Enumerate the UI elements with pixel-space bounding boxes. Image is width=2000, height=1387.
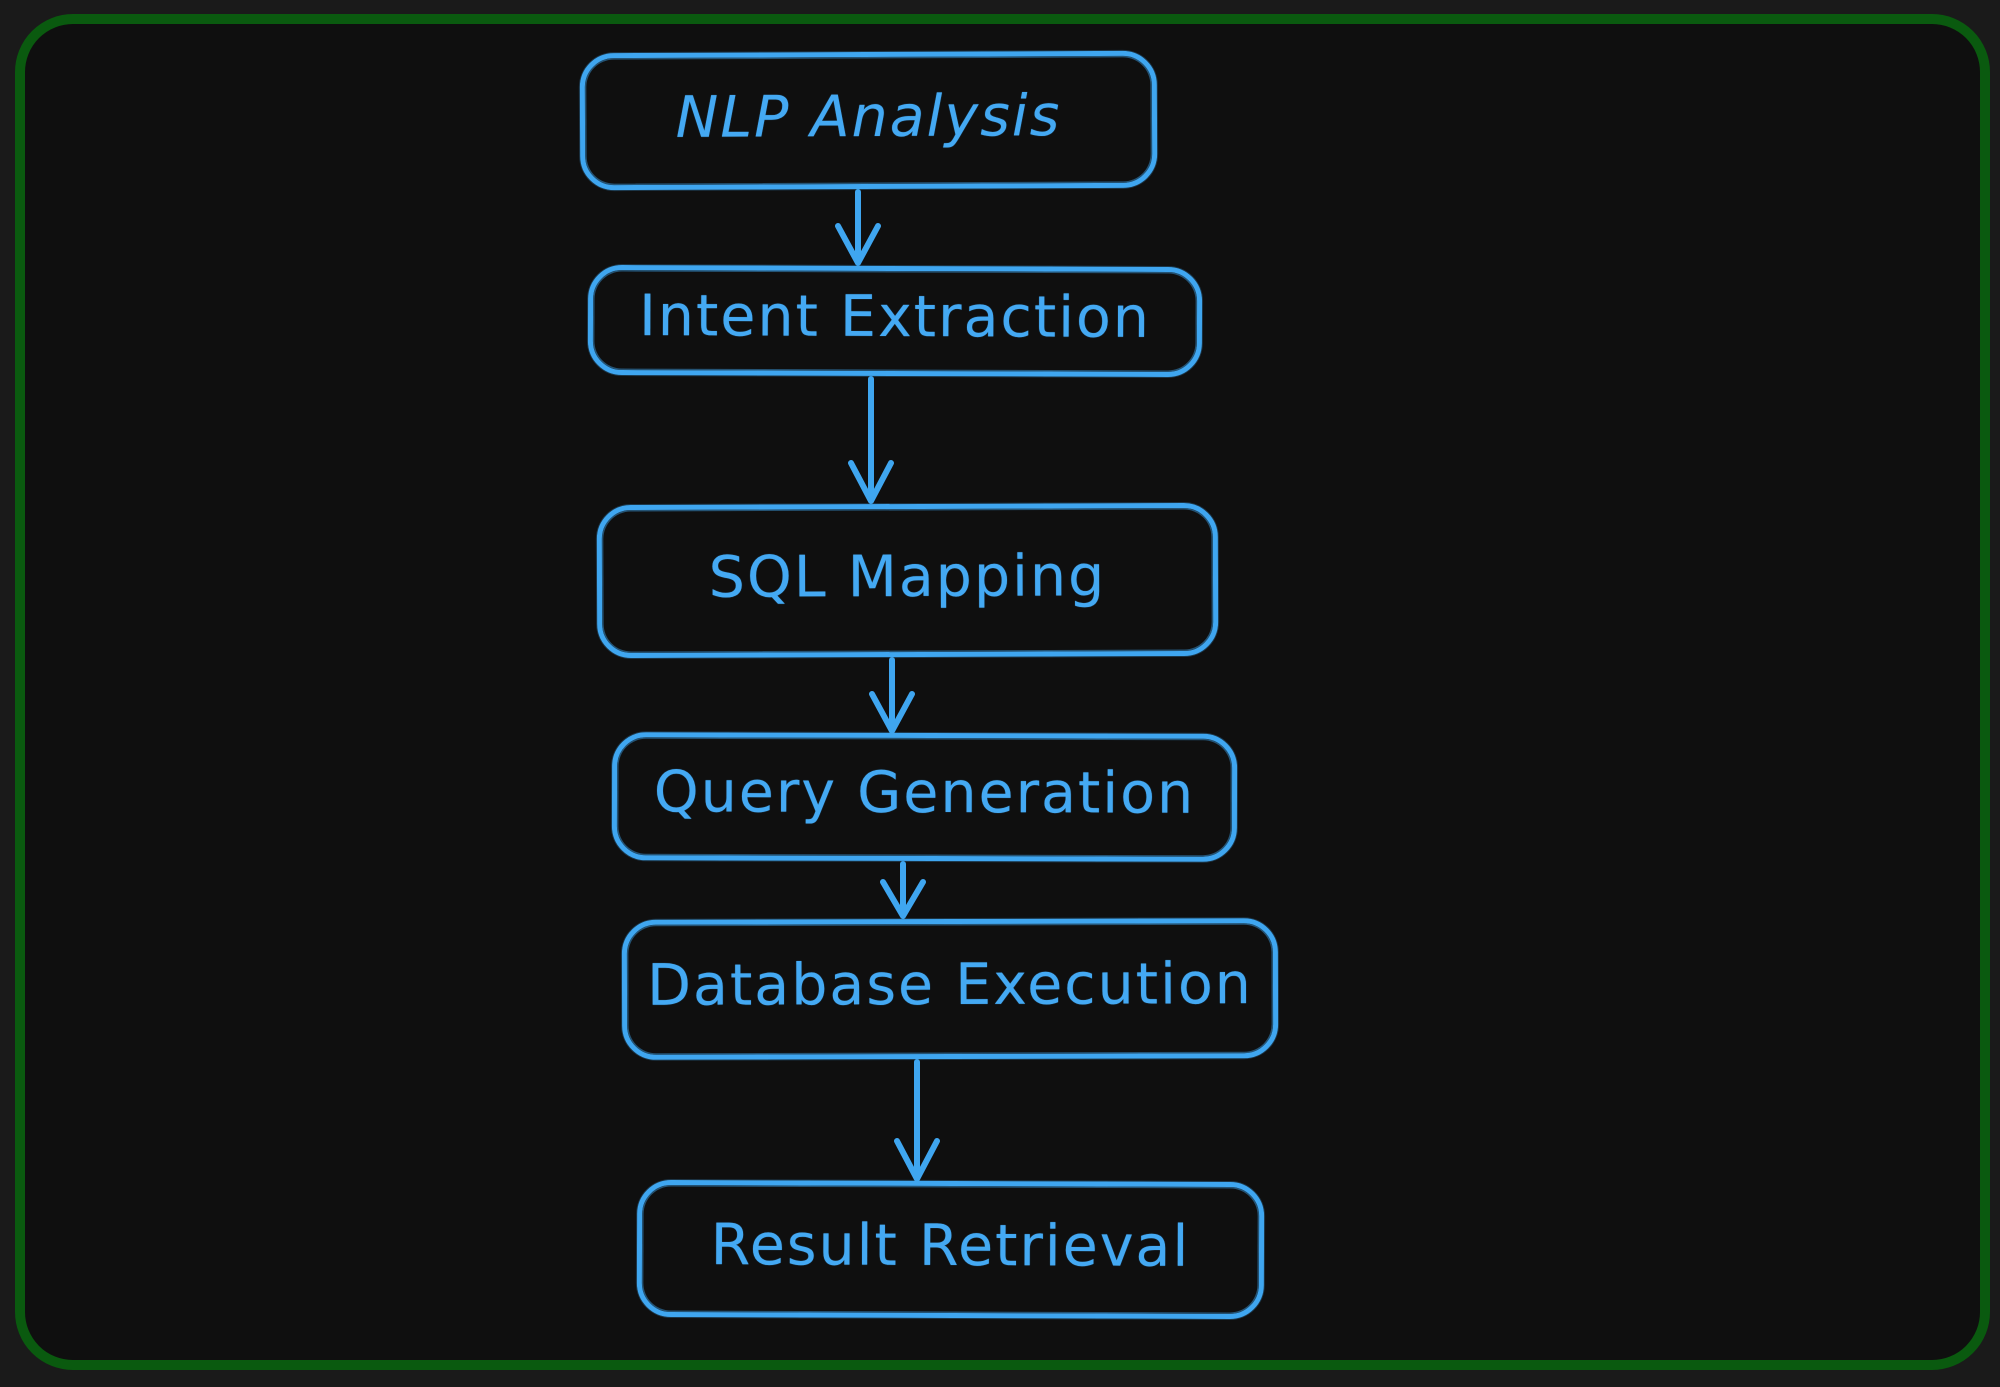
node-intent-extraction: Intent Extraction xyxy=(587,264,1203,378)
node-sql-mapping: SQL Mapping xyxy=(596,502,1219,659)
node-label: Result Retrieval xyxy=(710,1211,1191,1280)
node-database-execution: Database Execution xyxy=(621,918,1279,1060)
node-query-generation: Query Generation xyxy=(611,732,1238,862)
node-label: Intent Extraction xyxy=(638,283,1152,351)
node-label: Query Generation xyxy=(653,759,1196,827)
node-label: NLP Analysis xyxy=(675,82,1062,151)
node-label: Database Execution xyxy=(646,951,1253,1019)
node-label: SQL Mapping xyxy=(708,542,1107,611)
node-nlp-analysis: NLP Analysis xyxy=(579,50,1158,191)
canvas-frame xyxy=(15,14,1990,1370)
node-result-retrieval: Result Retrieval xyxy=(636,1179,1265,1320)
